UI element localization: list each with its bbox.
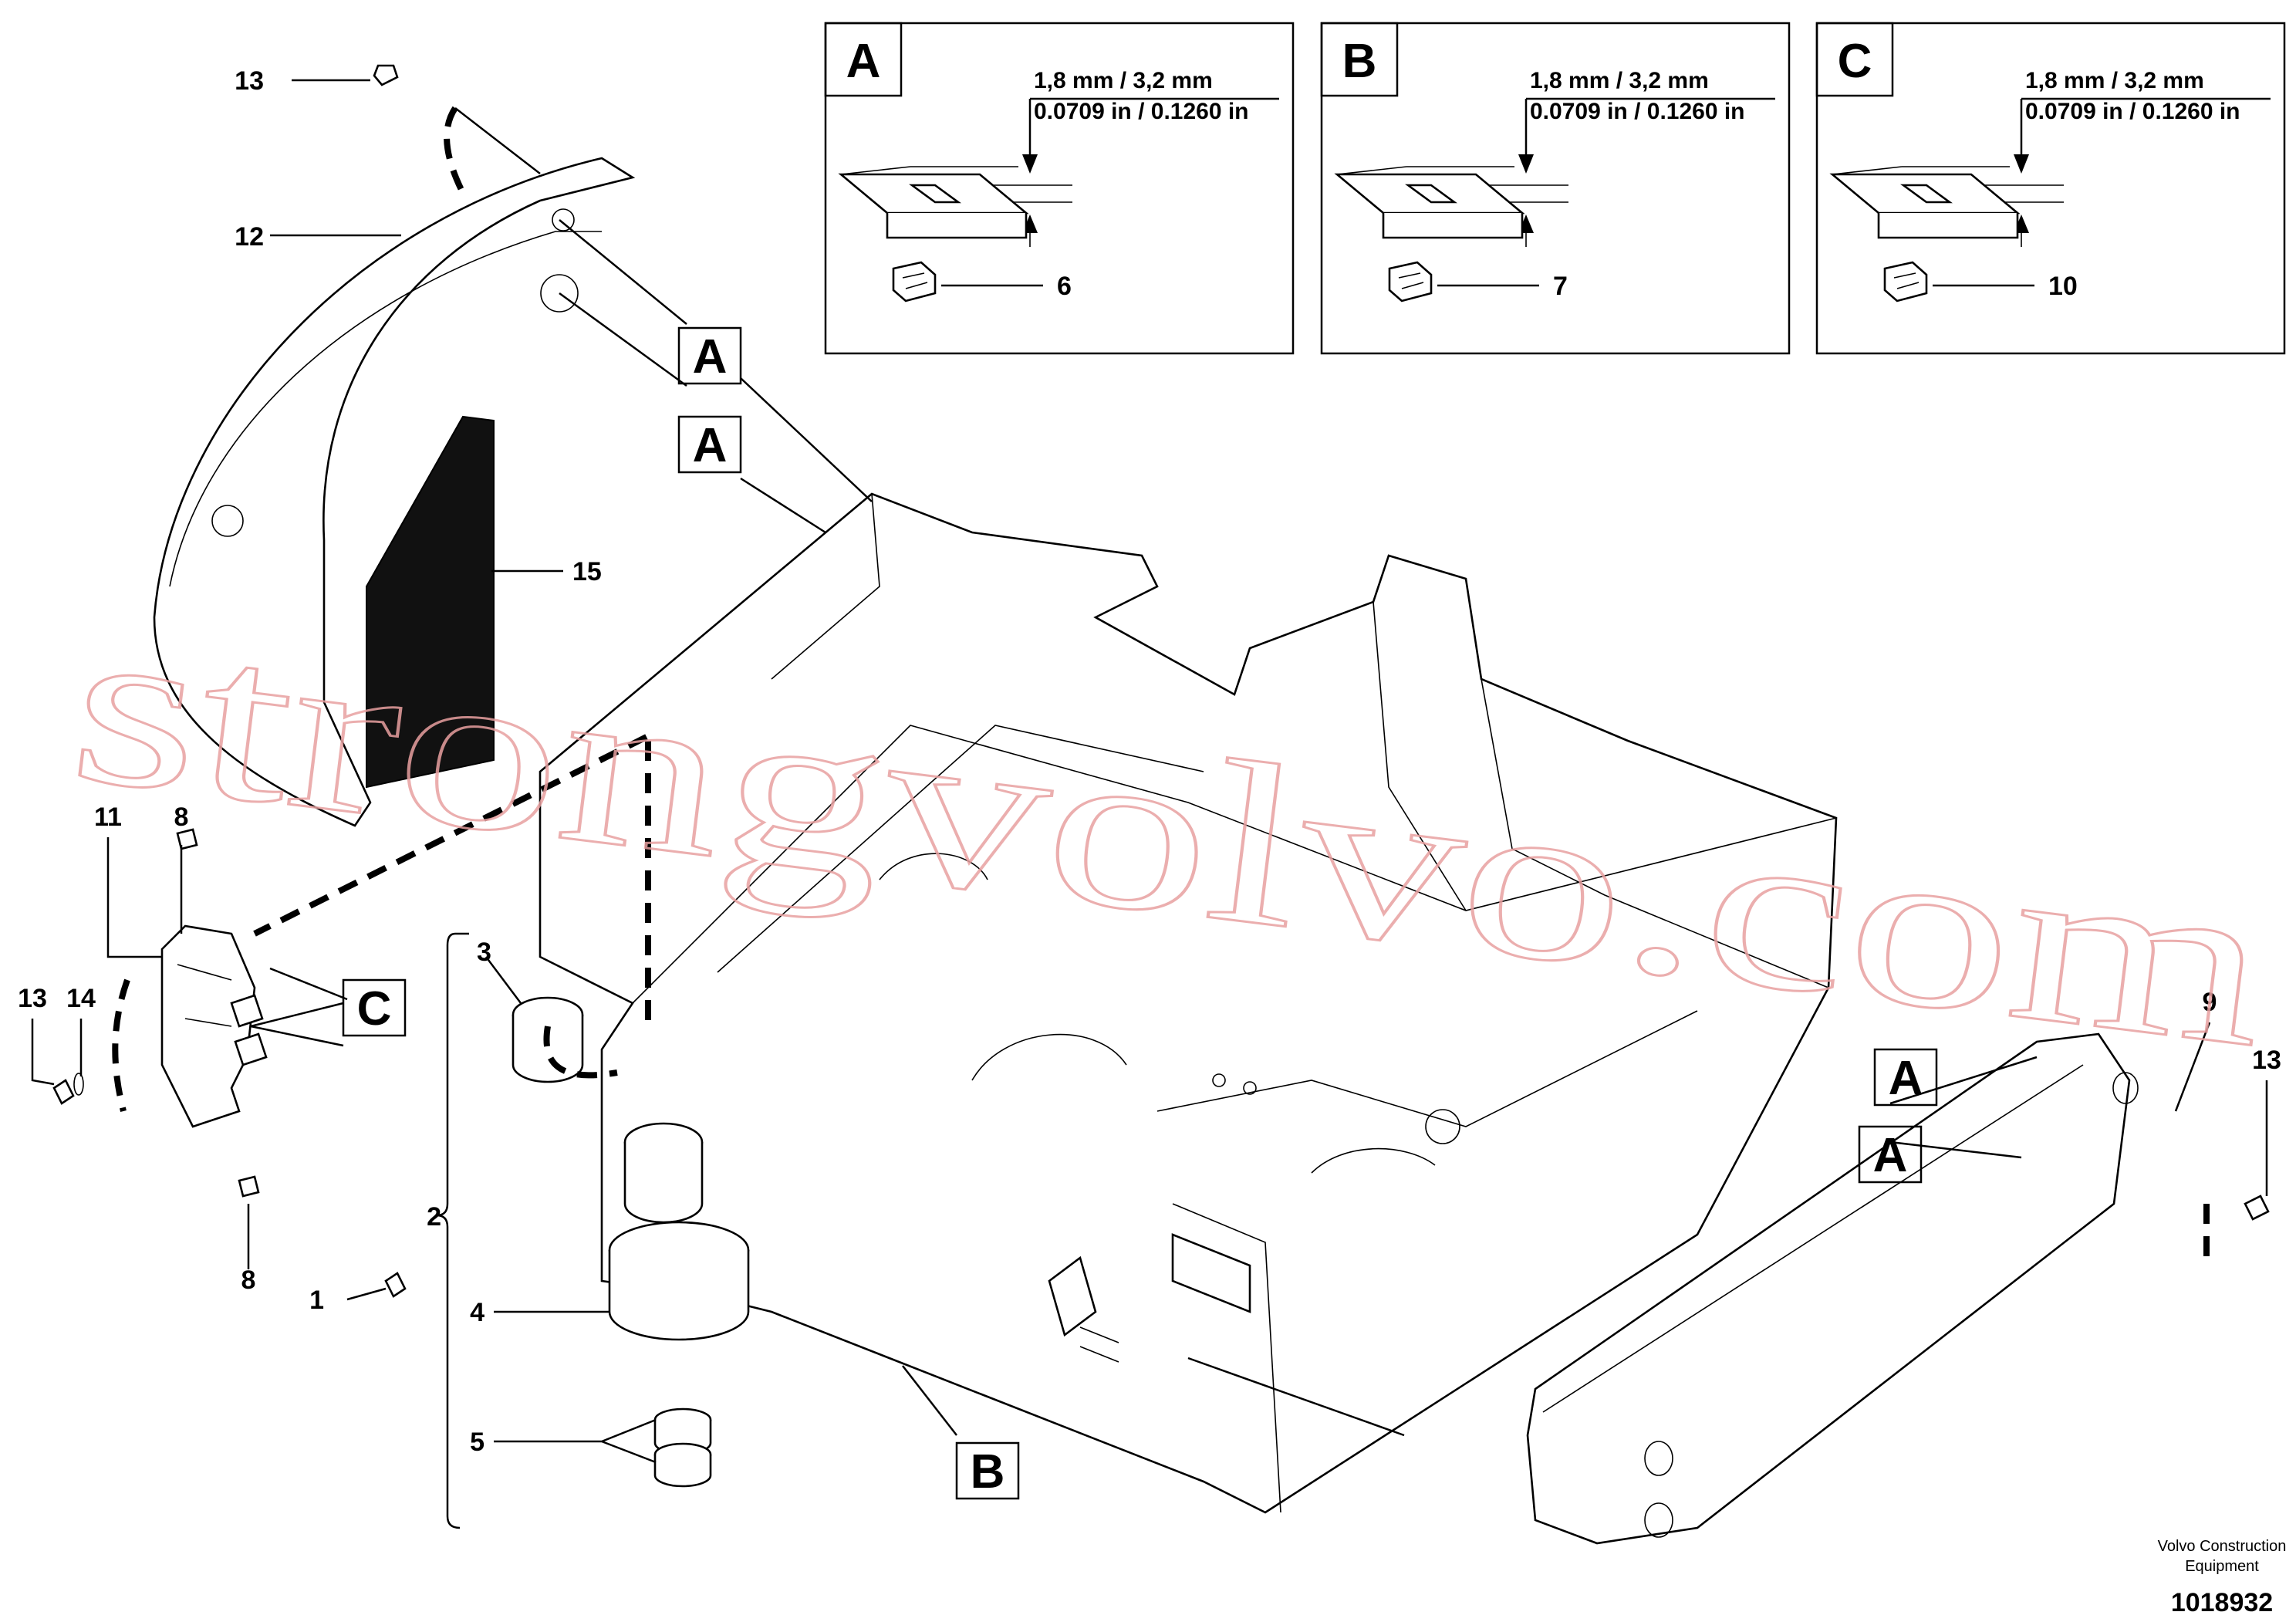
callout-6: 6 bbox=[1057, 272, 1072, 301]
bracket-11 bbox=[160, 924, 268, 1128]
dimension-in: 0.0709 in / 0.1260 in bbox=[2025, 99, 2240, 124]
callout-8: 8 bbox=[241, 1265, 256, 1295]
callout-15: 15 bbox=[572, 557, 602, 586]
detail-box-a: A 1,8 mm / 3,2 mm 0.0709 in / 0.1260 in … bbox=[824, 22, 1295, 355]
detail-box-letter: B bbox=[1342, 35, 1377, 88]
callout-13: 13 bbox=[2252, 1046, 2281, 1075]
callout-13: 13 bbox=[18, 984, 47, 1013]
callout-2: 2 bbox=[427, 1202, 441, 1232]
upper-frame bbox=[539, 492, 1838, 1514]
swing-post bbox=[512, 996, 750, 1488]
dimension-in: 0.0709 in / 0.1260 in bbox=[1530, 99, 1745, 124]
ref-box-a-2: A bbox=[677, 415, 742, 474]
dashed-leaders bbox=[112, 106, 2210, 1258]
svg-text:A: A bbox=[693, 419, 728, 472]
callout-1: 1 bbox=[309, 1286, 324, 1315]
callout-14: 14 bbox=[66, 984, 96, 1013]
callout-11: 11 bbox=[94, 803, 122, 832]
ref-box-c: C bbox=[342, 978, 407, 1037]
side-bar-9 bbox=[1526, 1032, 2139, 1545]
callout-5: 5 bbox=[470, 1428, 485, 1457]
drawing-number: 1018932 bbox=[2171, 1588, 2273, 1617]
dimension-in: 0.0709 in / 0.1260 in bbox=[1034, 99, 1249, 124]
clip-nut-icon bbox=[1883, 261, 1928, 302]
callout-12: 12 bbox=[235, 222, 264, 252]
brand-line-1: Volvo Construction bbox=[2158, 1538, 2287, 1555]
fender-12 bbox=[153, 157, 636, 827]
detail-box-letter: A bbox=[846, 35, 881, 88]
callout-3: 3 bbox=[477, 938, 491, 967]
svg-text:A: A bbox=[1873, 1129, 1908, 1182]
detail-box-b: B 1,8 mm / 3,2 mm 0.0709 in / 0.1260 in … bbox=[1320, 22, 1791, 355]
ref-box-a-4: A bbox=[1858, 1125, 1923, 1184]
dimension-mm: 1,8 mm / 3,2 mm bbox=[1034, 68, 1213, 93]
bolt-icons bbox=[52, 64, 2270, 1298]
dimension-mm: 1,8 mm / 3,2 mm bbox=[1530, 68, 1709, 93]
dimension-mm: 1,8 mm / 3,2 mm bbox=[2025, 68, 2204, 93]
svg-text:B: B bbox=[971, 1445, 1005, 1499]
clip-nut-icon bbox=[1388, 261, 1433, 302]
brand-line-2: Equipment bbox=[2185, 1558, 2259, 1575]
callout-4: 4 bbox=[470, 1298, 485, 1327]
callout-10: 10 bbox=[2048, 272, 2078, 301]
svg-text:A: A bbox=[693, 330, 728, 384]
detail-box-letter: C bbox=[1838, 35, 1872, 88]
ref-box-a-3: A bbox=[1873, 1048, 1938, 1107]
ref-box-b: B bbox=[955, 1441, 1020, 1500]
callout-7: 7 bbox=[1553, 272, 1568, 301]
ref-box-a-1: A bbox=[677, 326, 742, 385]
leader-lines bbox=[31, 79, 2268, 1529]
svg-text:A: A bbox=[1889, 1052, 1923, 1105]
detail-box-c: C 1,8 mm / 3,2 mm 0.0709 in / 0.1260 in … bbox=[1815, 22, 2286, 355]
callout-9: 9 bbox=[2203, 988, 2217, 1017]
clip-nut-icon bbox=[892, 261, 937, 302]
svg-text:C: C bbox=[357, 982, 392, 1036]
callout-13: 13 bbox=[235, 66, 264, 96]
callout-8: 8 bbox=[174, 803, 189, 832]
foam-block-15 bbox=[366, 415, 495, 789]
